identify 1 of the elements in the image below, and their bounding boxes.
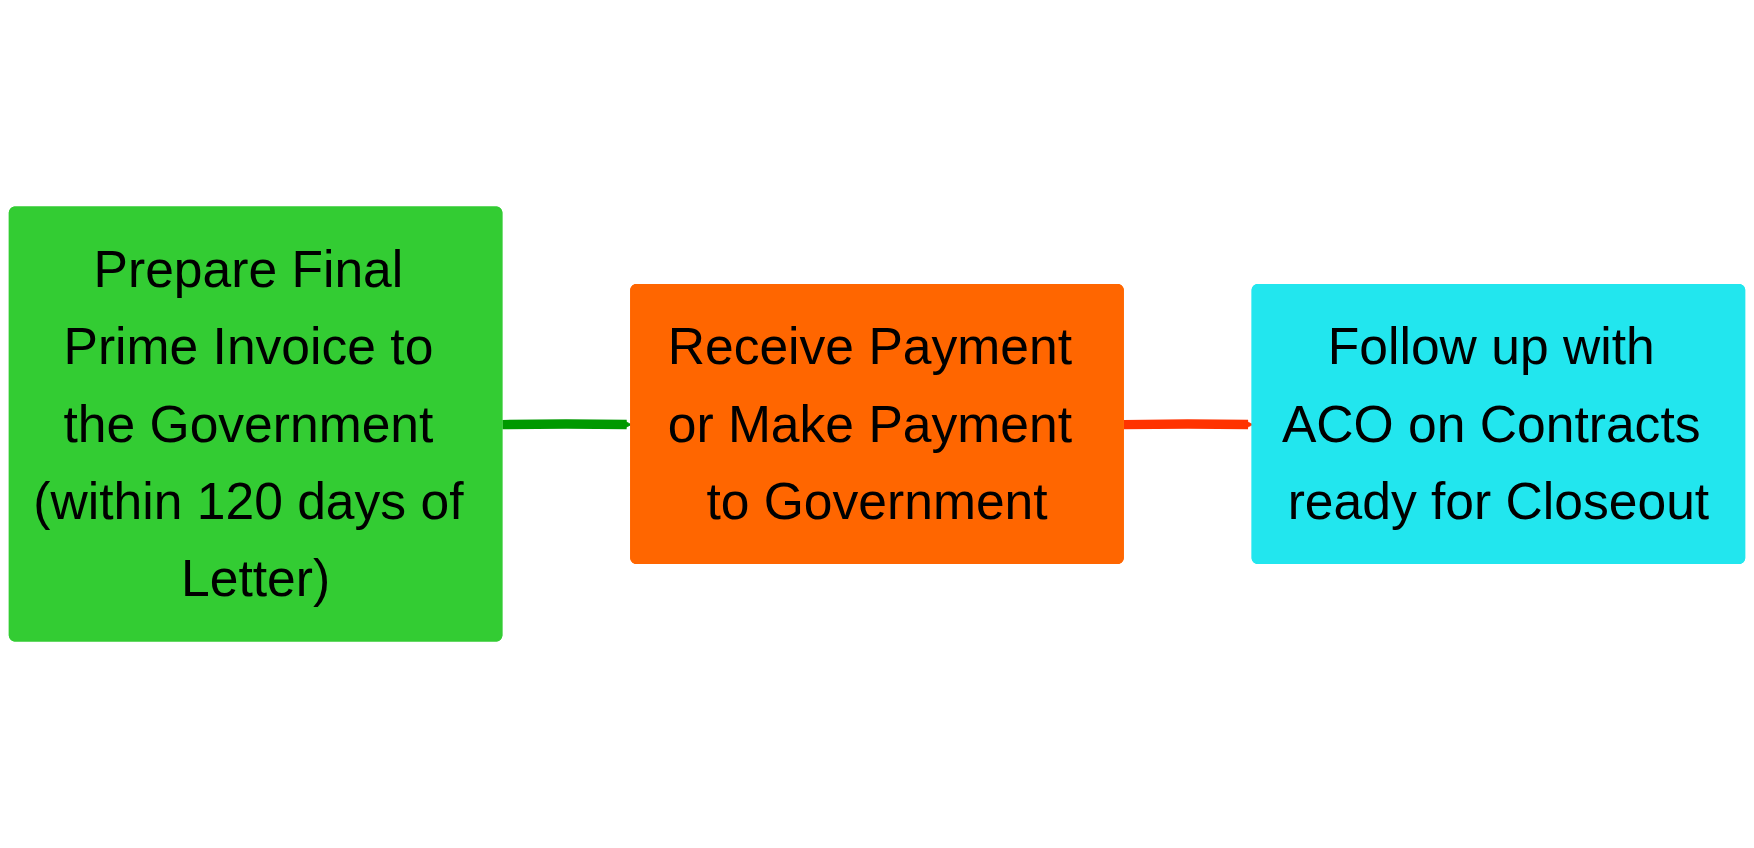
flowchart: Prepare Final Prime Invoice to the Government (within 120 days of Letter) Receive Payment or Make Payment to Government Follow up with ACO on Contracts ready for Closeout [0,0,1754,848]
